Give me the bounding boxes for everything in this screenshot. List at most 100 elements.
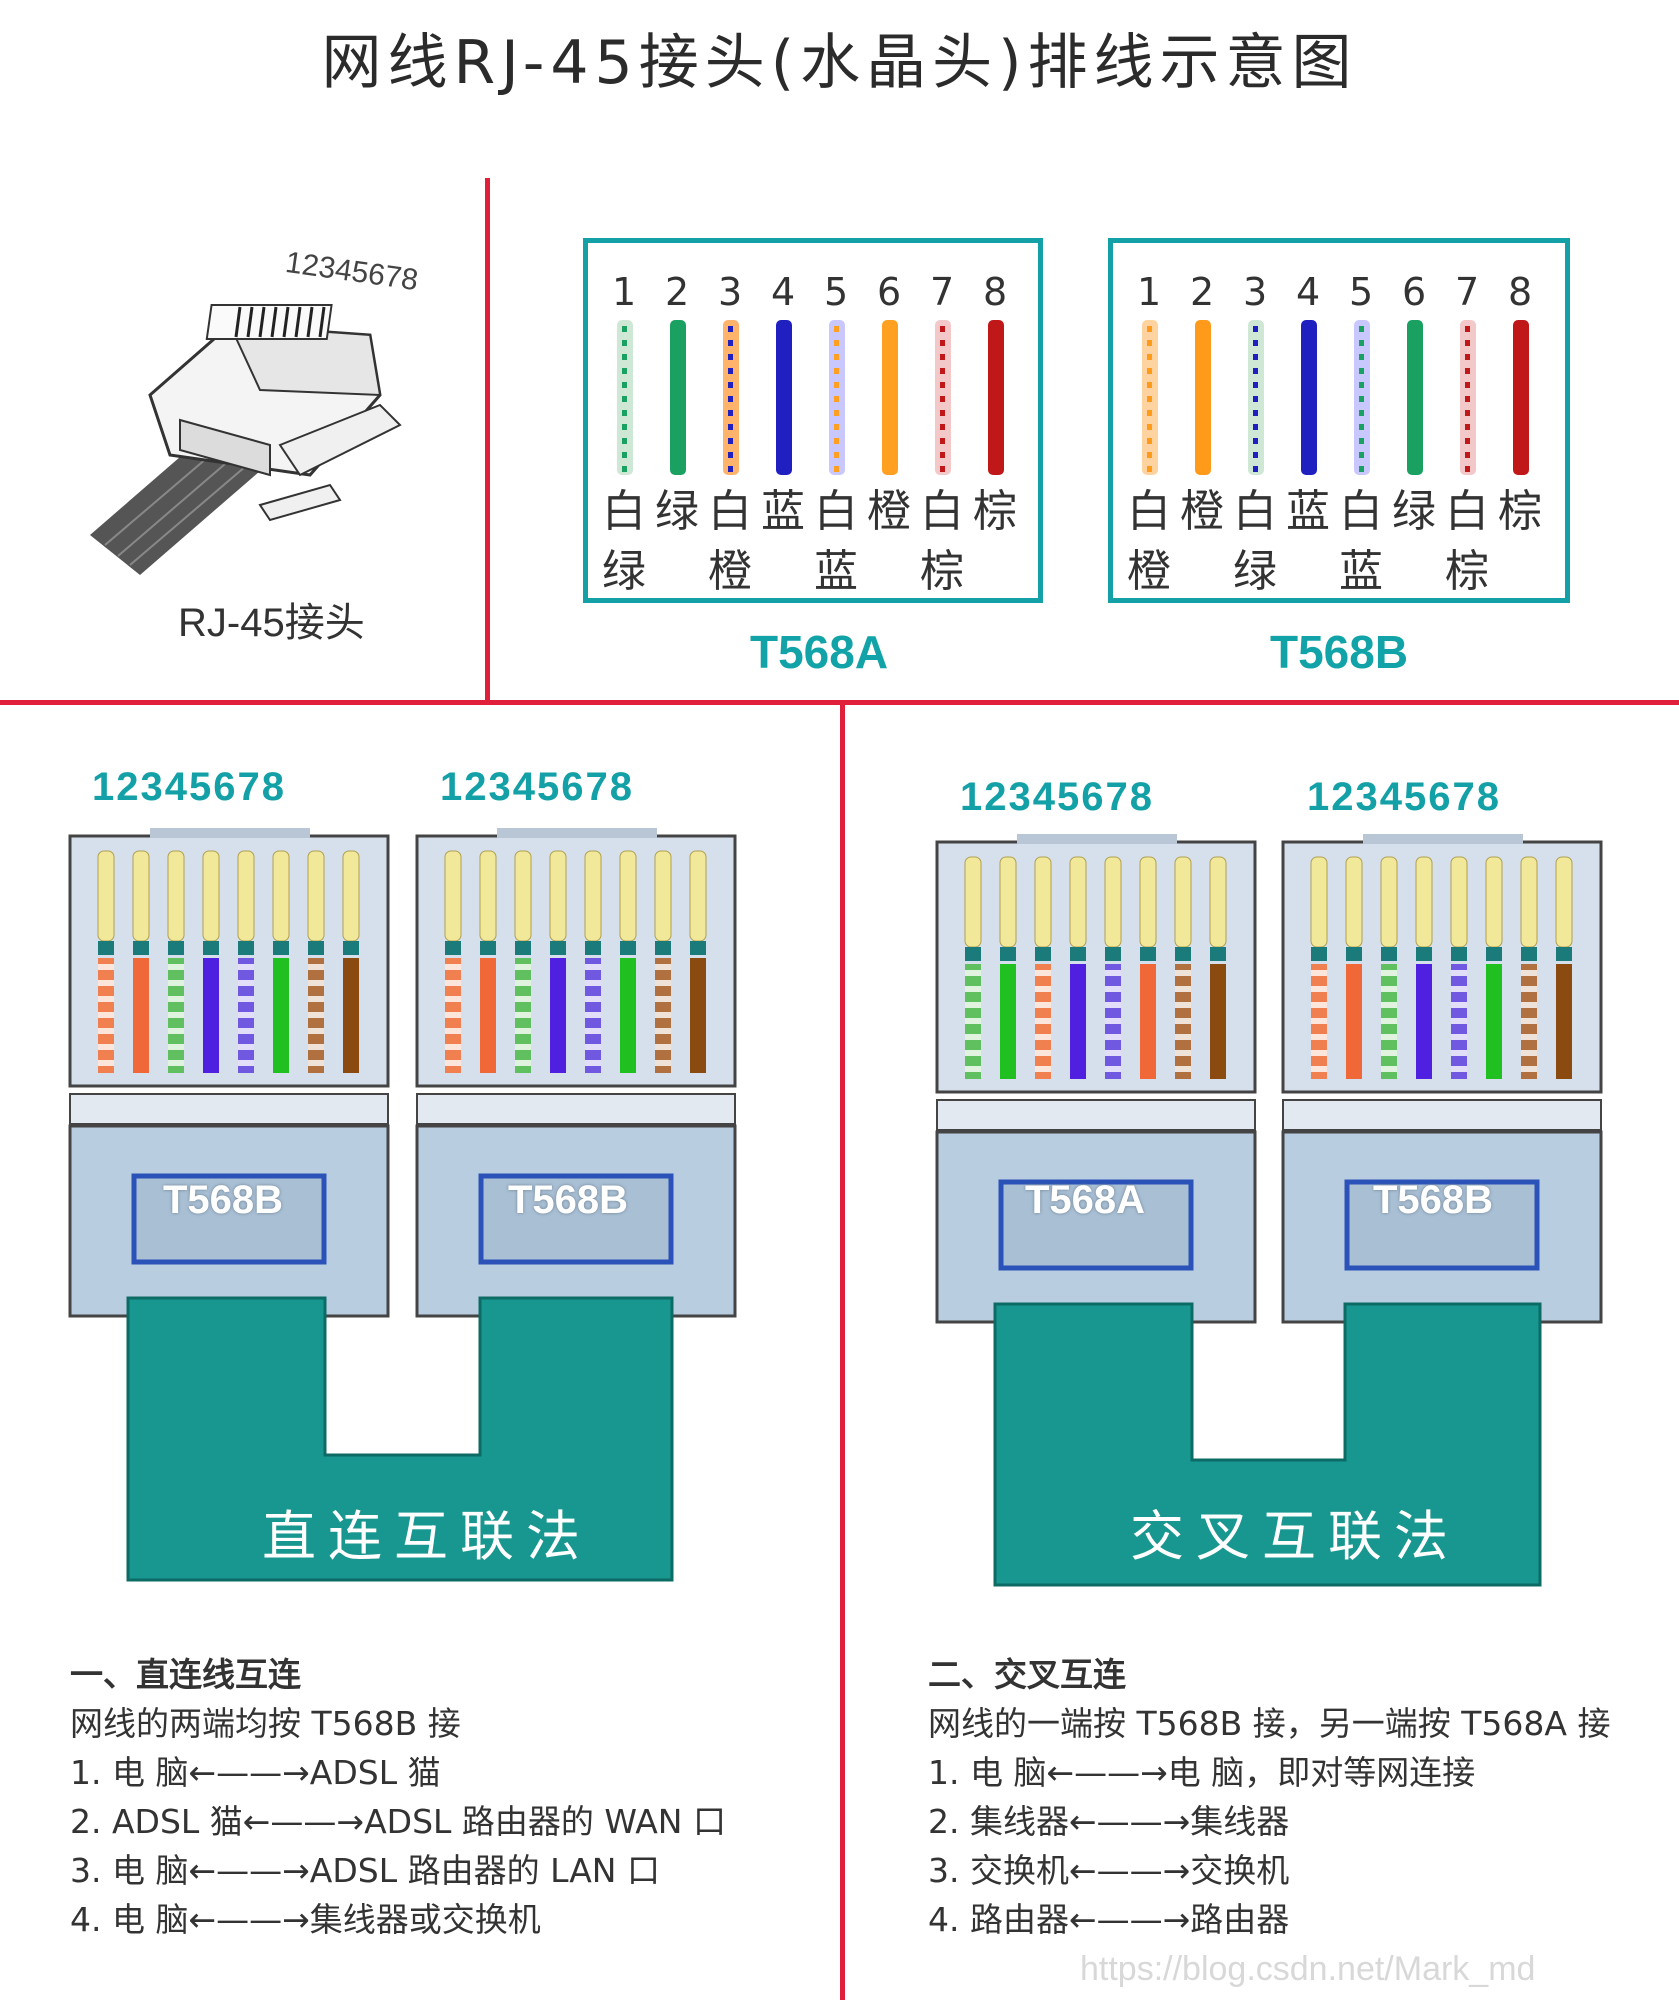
plug-straight-right-stripe <box>585 996 601 1002</box>
plug-cross-left-stripe <box>1105 1050 1121 1056</box>
plug-cross-left-pin <box>1069 856 1087 948</box>
plug-cross-right-stripe <box>1381 1050 1397 1056</box>
plug-cross-left-pin-base <box>1070 947 1086 961</box>
plug-straight-right-stripe <box>585 1044 601 1050</box>
method-label-cross: 交叉互联法 <box>1130 1505 1460 1568</box>
notes-straight: 一、直连线互连 网线的两端均按 T568B 接 1. 电 脑←——→ADSL 猫… <box>70 1650 830 1944</box>
plug-cross-right-stripe <box>1381 1002 1397 1008</box>
plug-straight-left-wire <box>203 958 219 1073</box>
notes-straight-desc: 网线的两端均按 T568B 接 <box>70 1704 461 1743</box>
plug-cross-right-body <box>1281 1130 1603 1324</box>
wire-color-name: 绿 <box>1233 546 1277 597</box>
plug-straight-left-stripe <box>238 996 254 1002</box>
cable-cross <box>993 1302 1542 1587</box>
wire <box>1460 320 1476 475</box>
plug-cross-right-pin <box>1345 856 1363 948</box>
plug-straight-left-head <box>68 834 390 1088</box>
notes-straight-item: 3. 电 脑←——→ADSL 路由器的 LAN 口 <box>70 1851 660 1890</box>
plug-straight-right-stripe <box>585 980 601 986</box>
wire-color-name: 橙 <box>867 486 911 537</box>
plug-cross-right-stripe <box>1311 1034 1327 1040</box>
plug-cross-right-pin-base <box>1451 947 1467 961</box>
plug-cross-left-stripe <box>1035 1018 1051 1024</box>
pin-number: 6 <box>1402 270 1427 314</box>
plug-straight-left-pin-base <box>203 941 219 955</box>
plug-straight-right-stripe <box>445 1028 461 1034</box>
plug-cross-right-stripe <box>1451 1034 1467 1040</box>
pin-number: 8 <box>983 270 1008 314</box>
plug-cross-left-stripe <box>1175 1034 1191 1040</box>
plug-straight-right-band <box>416 1093 736 1125</box>
plug-cross-left-pin <box>964 856 982 948</box>
plug-straight-left-label-box <box>131 1173 327 1265</box>
plug-straight-left-stripe <box>98 1060 114 1066</box>
plug-straight-right-pin-base <box>515 941 531 955</box>
wire-color-name: 棕 <box>1498 486 1542 537</box>
plug-straight-left-stripe <box>238 1044 254 1050</box>
wire-color-name: 蓝 <box>761 486 805 537</box>
pin-number: 5 <box>824 270 849 314</box>
wire-color-name: 绿 <box>655 486 699 537</box>
wire-color-name: 蓝 <box>814 546 858 597</box>
wire <box>1354 320 1370 475</box>
plug-cross-left-tab <box>1017 834 1177 844</box>
plug-cross-left-pin-base <box>965 947 981 961</box>
plug-cross-right-pin <box>1555 856 1573 948</box>
plug-straight-right-stripe <box>515 980 531 986</box>
standard-label-t568b: T568B <box>1270 626 1409 678</box>
plug-straight-left-wire <box>343 958 359 1073</box>
plug-cross-left-stripe <box>1035 986 1051 992</box>
wire-color-name: 棕 <box>973 486 1017 537</box>
page-title: 网线RJ-45接头(水晶头)排线示意图 <box>321 28 1358 98</box>
notes-cross-item: 2. 集线器←——→集线器 <box>928 1802 1290 1841</box>
watermark: https://blog.csdn.net/Mark_md <box>1080 1950 1536 1988</box>
plug-cross-right-stripe <box>1521 1034 1537 1040</box>
plug-cross-left-stripe <box>1175 1066 1191 1072</box>
plug-cross-right-pin-base <box>1521 947 1537 961</box>
plug-cross-right-pin-base <box>1381 947 1397 961</box>
plug-digits-1: 12345678 <box>92 765 286 809</box>
plug-cross-left-pin-base <box>1175 947 1191 961</box>
plug-cross-left-wire <box>1210 964 1226 1079</box>
plug-straight-right-stripe <box>655 980 671 986</box>
plug-straight-left-stripe <box>168 964 184 970</box>
plug-cross-right-stripe <box>1451 1018 1467 1024</box>
plug-straight-left-pin-base <box>168 941 184 955</box>
plug-cross-right-pin-base <box>1416 947 1432 961</box>
plug-cross-left-stripe <box>965 1018 981 1024</box>
plug-straight-right-stripe <box>515 1012 531 1018</box>
plug-cross-left-stripe <box>965 1050 981 1056</box>
plug-cross-right-pin <box>1415 856 1433 948</box>
pin-number: 7 <box>930 270 955 314</box>
wire <box>670 320 686 475</box>
wire-color-name: 白 <box>708 486 752 537</box>
cable-straight <box>126 1296 674 1582</box>
pin-number: 5 <box>1349 270 1374 314</box>
plug-cross-left-wire <box>1070 964 1086 1079</box>
plug-cross-right-stripe <box>1521 970 1537 976</box>
plug-cross-left-stripe <box>965 1002 981 1008</box>
plug-straight-left-stripe <box>308 1012 324 1018</box>
plug-cross-left-stripe <box>1175 1018 1191 1024</box>
plug-cross-left-stripe <box>1175 1002 1191 1008</box>
plug-cross-right-wire <box>1556 964 1572 1079</box>
plug-straight-right-pin <box>549 850 567 942</box>
plug-cross-left-stripe <box>965 970 981 976</box>
plug-straight-left-pin <box>167 850 185 942</box>
plug-straight-right-stripe <box>515 1044 531 1050</box>
plug-straight-left-pin-base <box>308 941 324 955</box>
pin-number: 2 <box>665 270 690 314</box>
plug-straight-right-pin-base <box>480 941 496 955</box>
plug-cross-right-stripe <box>1451 986 1467 992</box>
plug-straight-right-stripe <box>515 1028 531 1034</box>
plug-straight-left-stripe <box>308 1060 324 1066</box>
wire-color-name: 橙 <box>1127 546 1171 597</box>
plug-straight-left-stripe <box>98 996 114 1002</box>
plug-straight-left-stripe <box>168 1060 184 1066</box>
plug-cross-right-stripe <box>1451 1050 1467 1056</box>
wire <box>1301 320 1317 475</box>
plug-cross-left-stripe <box>1175 986 1191 992</box>
plug-cross-right-stripe <box>1521 1002 1537 1008</box>
plug-straight-right-wire <box>690 958 706 1073</box>
plug-cross-right-stripe <box>1451 1066 1467 1072</box>
